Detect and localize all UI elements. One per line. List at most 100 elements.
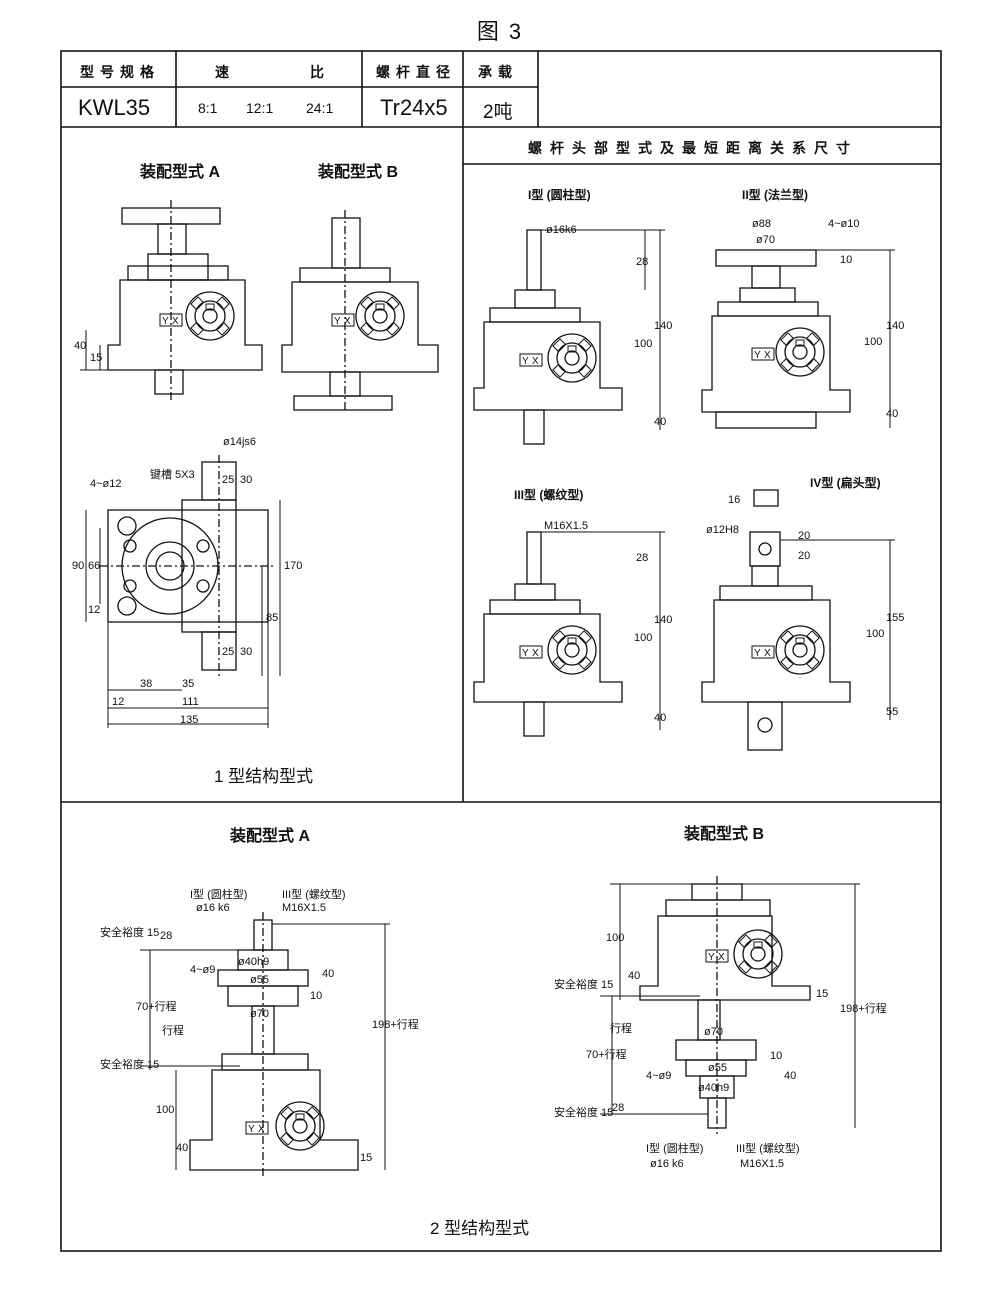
head-type3-h100: 100 [634, 632, 653, 644]
s1-dim-d14: ø14js6 [223, 436, 257, 448]
s2b-safety-1: 安全裕度 15 [554, 979, 614, 991]
header-screw-dia: 螺杆直径 [376, 64, 456, 80]
s2a-type3: III型 (螺纹型) [282, 889, 346, 901]
head-type3-h28: 28 [636, 552, 649, 564]
value-ratio-3: 24:1 [306, 100, 334, 116]
value-load: 2吨 [483, 102, 513, 123]
head-type2-h140: 140 [886, 320, 905, 332]
s2b-h70: 70+行程 [586, 1049, 627, 1061]
s2a-h70: 70+行程 [136, 1001, 177, 1013]
header-model: 型号规格 [80, 64, 160, 80]
s2a-h10: 10 [310, 990, 323, 1002]
head-type1-h140: 140 [654, 320, 673, 332]
s2b-h40: 40 [628, 970, 641, 982]
s2a-h15: 15 [360, 1152, 373, 1164]
s2a-d55: ø55 [250, 974, 269, 986]
s2b-type3: III型 (螺纹型) [736, 1143, 800, 1155]
s2-assembly-b-label: 装配型式 B [684, 826, 765, 843]
head-type2-h40: 40 [886, 408, 899, 420]
head-type1-label: I型 (圆柱型) [528, 188, 591, 202]
s2a-d70: ø70 [250, 1008, 269, 1020]
head-type3-d: M16X1.5 [544, 520, 589, 532]
s2a-stroke: 行程 [162, 1025, 184, 1037]
s1-dim-h12: 12 [88, 604, 101, 616]
s2b-holes: 4~ø9 [646, 1070, 672, 1082]
head-type2-d70: ø70 [756, 234, 775, 246]
s2a-holes: 4~ø9 [190, 964, 216, 976]
s2a-h40: 40 [322, 968, 335, 980]
s2b-h15: 15 [816, 988, 829, 1000]
s1-dim-h25b: 25 [222, 646, 235, 658]
head-type3-h140: 140 [654, 614, 673, 626]
s2b-safety-2: 安全裕度 15 [554, 1107, 614, 1119]
s2a-type1: I型 (圆柱型) [190, 889, 248, 901]
s2a-type1-d: ø16 k6 [196, 902, 230, 914]
head-type4-h20a: 20 [798, 530, 811, 542]
s2b-stroke: 行程 [610, 1023, 632, 1035]
s1-dim-w135: 135 [180, 714, 199, 726]
s2-caption: 2 型结构型式 [430, 1219, 530, 1238]
head-type1-h40: 40 [654, 416, 667, 428]
s1-dim-w12: 12 [112, 696, 125, 708]
s1-dim-h170: 170 [284, 560, 303, 572]
s1-dim-h85: 85 [266, 612, 279, 624]
head-type2-d88: ø88 [752, 218, 771, 230]
s2b-d40: ø40h9 [698, 1082, 730, 1094]
s1-dim-h15: 15 [90, 352, 103, 364]
figure-title: 图 3 [476, 19, 524, 44]
s1-dim-h30b: 30 [240, 646, 253, 658]
s1-assembly-a-label: 装配型式 A [140, 164, 221, 181]
right-panel-title: 螺杆头部型式及最短距离关系尺寸 [528, 140, 858, 156]
header-ratio-b: 比 [310, 64, 330, 80]
s2b-d70: ø70 [704, 1026, 723, 1038]
s1-assembly-b-label: 装配型式 B [318, 164, 399, 181]
head-type4-h55: 55 [886, 706, 899, 718]
s1-dim-h30a: 30 [240, 474, 253, 486]
head-type3-label: III型 (螺纹型) [514, 488, 584, 502]
head-type1-h28: 28 [636, 256, 649, 268]
head-type4-h155: 155 [886, 612, 905, 624]
value-model: KWL35 [78, 95, 151, 120]
header-load: 承载 [478, 64, 518, 80]
head-type4-h20b: 20 [798, 550, 811, 562]
s2a-type3-d: M16X1.5 [282, 902, 327, 914]
s2a-safety-1: 安全裕度 15 [100, 927, 160, 939]
head-type4-d: ø12H8 [706, 524, 740, 536]
s2b-d55: ø55 [708, 1062, 727, 1074]
head-type2-h10: 10 [840, 254, 853, 266]
s2b-h198: 198+行程 [840, 1003, 887, 1015]
s2b-h40b: 40 [784, 1070, 797, 1082]
value-screw-dia: Tr24x5 [380, 95, 448, 120]
value-ratio-2: 12:1 [246, 100, 274, 116]
value-ratio-1: 8:1 [198, 100, 218, 116]
head-type4-h16: 16 [728, 494, 741, 506]
s2b-h10: 10 [770, 1050, 783, 1062]
head-type2-h100: 100 [864, 336, 883, 348]
s1-dim-h40: 40 [74, 340, 87, 352]
s2a-h40b: 40 [176, 1142, 189, 1154]
s2a-h100: 100 [156, 1104, 175, 1116]
head-type1-h100: 100 [634, 338, 653, 350]
header-ratio-a: 速 [215, 64, 235, 80]
s1-dim-holes: 4~ø12 [90, 478, 122, 490]
s1-dim-key: 键槽 5X3 [150, 469, 195, 481]
s1-caption: 1 型结构型式 [214, 767, 314, 786]
s1-dim-w111: 111 [182, 696, 199, 708]
head-type3-h40: 40 [654, 712, 667, 724]
s1-dim-w35: 35 [182, 678, 195, 690]
s2a-h198: 198+行程 [372, 1019, 419, 1031]
s2b-type1: I型 (圆柱型) [646, 1143, 704, 1155]
s2-assembly-a-label: 装配型式 A [230, 828, 311, 845]
s1-dim-h90: 90 [72, 560, 85, 572]
s2a-d40: ø40h9 [238, 956, 270, 968]
s2b-type3-d: M16X1.5 [740, 1158, 785, 1170]
s2b-h100: 100 [606, 932, 625, 944]
s1-dim-h25a: 25 [222, 474, 235, 486]
head-type4-h100: 100 [866, 628, 885, 640]
s2b-type1-d: ø16 k6 [650, 1158, 684, 1170]
s2a-h28: 28 [160, 930, 173, 942]
head-type2-holes: 4~ø10 [828, 218, 860, 230]
s2a-safety-2: 安全裕度 15 [100, 1059, 160, 1071]
s1-dim-h66: 66 [88, 560, 101, 572]
